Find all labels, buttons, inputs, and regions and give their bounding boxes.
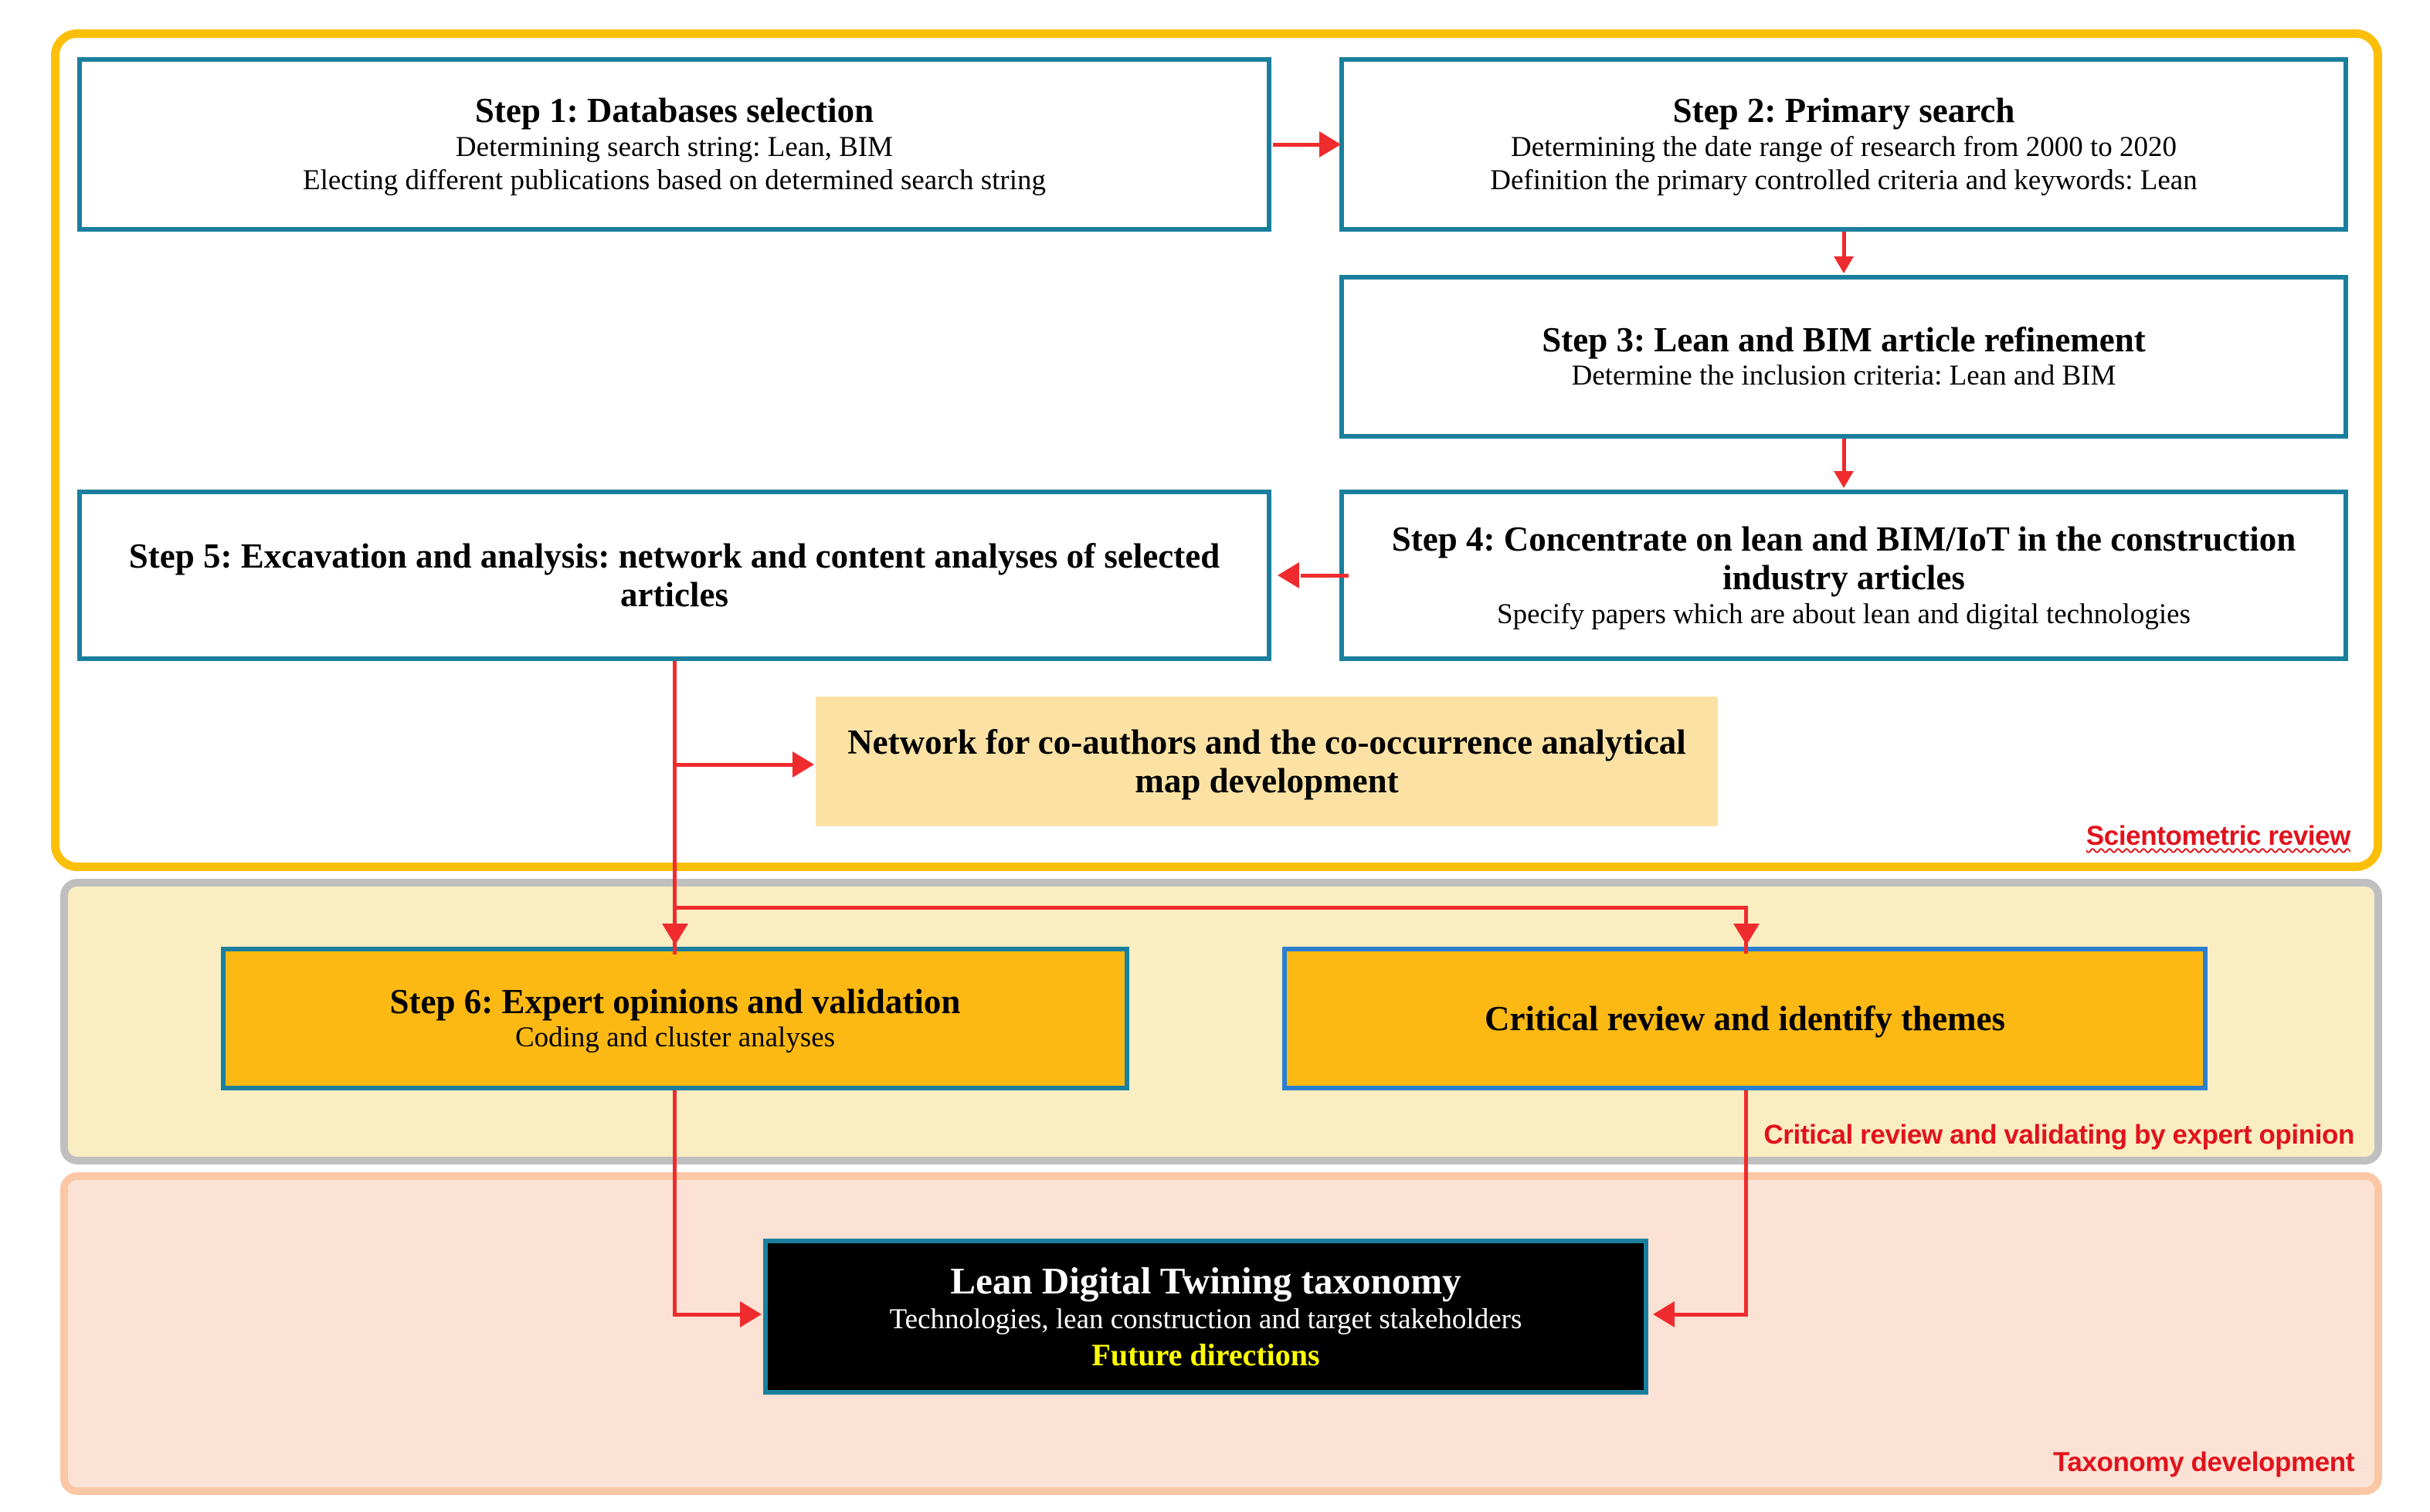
box-lean-digital-twining-taxonomy[interactable]: Lean Digital Twining taxonomy Technologi… xyxy=(763,1239,1648,1395)
step-6-title: Step 6: Expert opinions and validation xyxy=(389,981,961,1021)
step-3-line-1: Determine the inclusion criteria: Lean a… xyxy=(1571,360,2116,392)
box-critical-review-identify-themes[interactable]: Critical review and identify themes xyxy=(1282,947,2208,1090)
box-step-1-databases-selection[interactable]: Step 1: Databases selection Determining … xyxy=(77,57,1271,232)
taxonomy-future-directions: Future directions xyxy=(1091,1337,1320,1372)
step-6-line-1: Coding and cluster analyses xyxy=(514,1022,836,1054)
step-5-title: Step 5: Excavation and analysis: network… xyxy=(128,536,1220,614)
step-1-title: Step 1: Databases selection xyxy=(474,91,874,131)
connector-step1-step2-line xyxy=(1273,143,1322,147)
connector-step3-step4-arrowhead xyxy=(1834,471,1854,488)
connector-step3-step4-line xyxy=(1842,439,1846,473)
connector-step6-taxonomy-vertical xyxy=(673,1090,677,1317)
taxonomy-line-1: Technologies, lean construction and targ… xyxy=(889,1304,1522,1336)
box-step-4-concentrate-lean-bim-iot[interactable]: Step 4: Concentrate on lean and BIM/IoT … xyxy=(1339,490,2348,661)
section-label-critical-review: Critical review and validating by expert… xyxy=(1763,1120,2354,1150)
connector-step5-critical-arrowhead xyxy=(1733,924,1760,945)
step-2-line-1: Determining the date range of research f… xyxy=(1510,131,2177,163)
box-step-3-article-refinement[interactable]: Step 3: Lean and BIM article refinement … xyxy=(1339,275,2348,439)
connector-critical-taxonomy-vertical xyxy=(1744,1090,1748,1317)
connector-step6-taxonomy-horizontal xyxy=(673,1313,744,1317)
connector-step4-step5-arrowhead xyxy=(1278,562,1299,588)
connector-critical-taxonomy-horizontal xyxy=(1675,1313,1748,1317)
box-step-6-expert-opinions-validation[interactable]: Step 6: Expert opinions and validation C… xyxy=(221,947,1129,1090)
connector-step2-step3-line xyxy=(1842,232,1846,259)
box-network-co-authors-map[interactable]: Network for co-authors and the co-occurr… xyxy=(816,697,1718,826)
box-step-5-excavation-and-analysis[interactable]: Step 5: Excavation and analysis: network… xyxy=(77,490,1271,661)
network-box-title: Network for co-authors and the co-occurr… xyxy=(847,722,1686,800)
critical-review-title: Critical review and identify themes xyxy=(1484,998,2006,1038)
connector-step5-network-arrowhead xyxy=(792,751,814,778)
step-2-title: Step 2: Primary search xyxy=(1672,91,2015,131)
connector-critical-taxonomy-arrowhead xyxy=(1653,1301,1675,1327)
connector-step4-step5-line xyxy=(1301,574,1349,578)
connector-step5-critical-horizontal xyxy=(673,906,1748,910)
connector-step5-network-line xyxy=(673,763,796,767)
step-4-title: Step 4: Concentrate on lean and BIM/IoT … xyxy=(1391,519,2296,598)
step-2-line-2: Definition the primary controlled criter… xyxy=(1490,164,2198,197)
box-step-2-primary-search[interactable]: Step 2: Primary search Determining the d… xyxy=(1339,57,2348,232)
step-1-line-2: Electing different publications based on… xyxy=(302,164,1047,197)
connector-step2-step3-arrowhead xyxy=(1834,256,1854,273)
connector-step5-step6-arrowhead xyxy=(662,924,688,945)
step-3-title: Step 3: Lean and BIM article refinement xyxy=(1542,320,2146,359)
connector-step5-trunk-vertical xyxy=(673,661,677,954)
step-1-line-1: Determining search string: Lean, BIM xyxy=(455,131,894,163)
step-4-line-1: Specify papers which are about lean and … xyxy=(1497,598,2191,630)
taxonomy-title: Lean Digital Twining taxonomy xyxy=(950,1259,1461,1303)
section-label-scientometric-review: Scientometric review xyxy=(2086,821,2351,851)
connector-step1-step2-arrowhead xyxy=(1319,131,1341,158)
connector-step6-taxonomy-arrowhead xyxy=(740,1301,762,1327)
section-label-taxonomy-development: Taxonomy development xyxy=(2052,1447,2354,1477)
